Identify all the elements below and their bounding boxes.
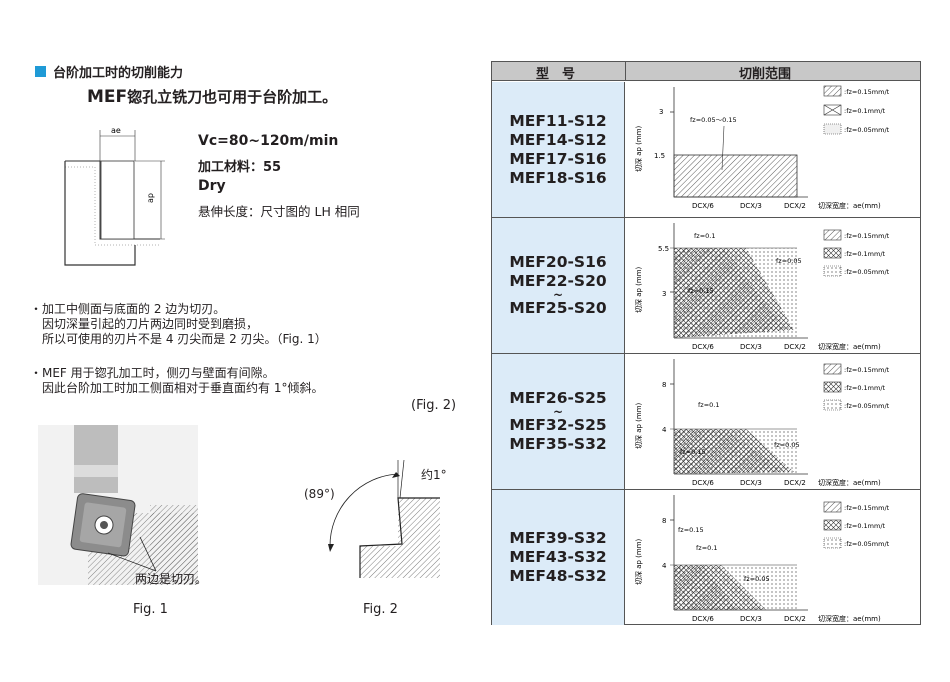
- annotation: fz=0.15: [680, 448, 706, 456]
- legend-label: :fz=0.1mm/t: [844, 107, 886, 115]
- speed-condition: Vc=80~120m/min: [198, 133, 339, 149]
- y-axis-label: 切深 ap (mm): [634, 538, 643, 585]
- cutting-range-table: 型 号 切削范围 MEF11-S12 MEF14-S12 MEF17-S16 M…: [491, 61, 921, 625]
- x-tick: DCX/3: [740, 343, 762, 351]
- section-title-text: 台阶加工时的切削能力: [53, 66, 184, 81]
- overhang-condition: 悬伸长度：尺寸图的 LH 相同: [198, 204, 360, 219]
- table-row: MEF20-S16 MEF22-S20 ~ MEF25-S20 5.5 3 DC…: [492, 218, 920, 353]
- legend-label: :fz=0.05mm/t: [844, 126, 890, 134]
- x-tick: DCX/3: [740, 479, 762, 487]
- legend-label: :fz=0.1mm/t: [844, 522, 886, 530]
- annotation: fz=0.1: [696, 544, 717, 552]
- x-axis-label: 切深宽度：ae(mm): [818, 342, 881, 351]
- y-axis-label: 切深 ap (mm): [634, 266, 643, 313]
- range-tilde: ~: [552, 405, 564, 419]
- y-axis-label: 切深 ap (mm): [634, 402, 643, 449]
- ap-label: ap: [146, 193, 155, 203]
- x-tick: DCX/6: [692, 615, 714, 623]
- y-tick: 8: [662, 381, 666, 389]
- y-tick: 3: [659, 108, 663, 116]
- y-tick: 3: [662, 290, 666, 298]
- fig2-angle-89: (89°): [304, 487, 335, 501]
- y-tick: 4: [662, 562, 667, 570]
- legend-label: :fz=0.15mm/t: [844, 232, 890, 240]
- fig1-illustration: [38, 425, 198, 585]
- model-cell: MEF26-S25 ~ MEF32-S25 MEF35-S32: [492, 354, 625, 489]
- y-tick: 5.5: [658, 245, 669, 253]
- cutting-range-chart-1: 3 1.5 DCX/6 DCX/3 DCX/2 切深宽度：ae(mm) 切深 a…: [634, 85, 890, 210]
- legend-label: :fz=0.05mm/t: [844, 268, 890, 276]
- annotation: fz=0.15: [688, 287, 714, 295]
- model-cell: MEF20-S16 MEF22-S20 ~ MEF25-S20: [492, 218, 625, 353]
- x-axis-label: 切深宽度：ae(mm): [818, 201, 881, 210]
- note-2: ・MEF 用于锪孔加工时，侧刃与壁面有间隙。 因此台阶加工时加工侧面相对于垂直面…: [30, 366, 324, 395]
- table-row: MEF39-S32 MEF43-S32 MEF48-S32 8 4 DCX/6 …: [492, 490, 920, 625]
- x-tick: DCX/3: [740, 202, 762, 210]
- model-cell: MEF11-S12 MEF14-S12 MEF17-S16 MEF18-S16: [492, 82, 625, 217]
- fig1-label: 两边是切刃。: [135, 572, 208, 586]
- legend-label: :fz=0.15mm/t: [844, 504, 890, 512]
- legend-label: :fz=0.1mm/t: [844, 250, 886, 258]
- x-tick: DCX/6: [692, 343, 714, 351]
- col-model-header: 型 号: [536, 67, 576, 82]
- section-title: 台阶加工时的切削能力: [35, 62, 183, 81]
- annotation: fz=0.05: [776, 257, 802, 265]
- cutting-range-chart-3: 8 4 DCX/6 DCX/3 DCX/2 切深宽度：ae(mm) 切深 ap …: [634, 359, 890, 487]
- y-tick: 4: [662, 426, 667, 434]
- material-condition: 加工材料：55: [198, 160, 282, 175]
- x-tick: DCX/2: [784, 202, 806, 210]
- ae-label: ae: [111, 126, 121, 135]
- annotation: fz=0.05: [744, 575, 770, 583]
- legend-label: :fz=0.1mm/t: [844, 384, 886, 392]
- range-area-all: [673, 154, 798, 198]
- y-axis-label: 切深 ap (mm): [634, 125, 643, 172]
- x-axis-label: 切深宽度：ae(mm): [818, 478, 881, 487]
- step-diagram: ae ap: [64, 126, 165, 266]
- legend-label: :fz=0.05mm/t: [844, 402, 890, 410]
- x-tick: DCX/6: [692, 202, 714, 210]
- col-range-header: 切削范围: [739, 67, 792, 82]
- cutting-range-chart-2: 5.5 3 DCX/6 DCX/3 DCX/2 切深宽度：ae(mm) 切深 a…: [634, 223, 890, 351]
- x-tick: DCX/2: [784, 479, 806, 487]
- range-tilde: ~: [552, 288, 564, 302]
- subtitle-text: 锪孔立铣刀也可用于台阶加工。: [127, 88, 338, 106]
- model-cell: MEF39-S32 MEF43-S32 MEF48-S32: [492, 490, 625, 625]
- annotation: fz=0.1: [694, 232, 715, 240]
- table-header: 型 号 切削范围: [492, 62, 920, 82]
- y-tick: 8: [662, 517, 666, 525]
- coolant-condition: Dry: [198, 178, 226, 194]
- fig2-illustration: [328, 460, 440, 578]
- annotation: fz=0.05～0.15: [690, 116, 737, 124]
- table-row: MEF26-S25 ~ MEF32-S25 MEF35-S32 8 4 DCX/…: [492, 354, 920, 489]
- note-1: ・加工中侧面与底面的 2 边为切刃。 因切深量引起的刀片两边同时受到磨损， 所以…: [30, 302, 327, 346]
- x-tick: DCX/2: [784, 615, 806, 623]
- square-bullet-icon: [35, 66, 46, 77]
- x-tick: DCX/3: [740, 615, 762, 623]
- x-tick: DCX/2: [784, 343, 806, 351]
- legend-label: :fz=0.05mm/t: [844, 540, 890, 548]
- fig1-caption: Fig. 1: [133, 602, 168, 617]
- x-axis-label: 切深宽度：ae(mm): [818, 614, 881, 623]
- y-tick: 1.5: [654, 152, 665, 160]
- subtitle: MEF锪孔立铣刀也可用于台阶加工。: [87, 86, 337, 107]
- fig2-angle-1: 约1°: [421, 468, 447, 482]
- legend-label: :fz=0.15mm/t: [844, 366, 890, 374]
- annotation: fz=0.15: [678, 526, 704, 534]
- fig2-reference: (Fig. 2): [411, 398, 457, 413]
- legend-label: :fz=0.15mm/t: [844, 88, 890, 96]
- table-row: MEF11-S12 MEF14-S12 MEF17-S16 MEF18-S16 …: [492, 82, 920, 217]
- annotation: fz=0.05: [774, 441, 800, 449]
- x-tick: DCX/6: [692, 479, 714, 487]
- subtitle-brand: MEF: [87, 87, 128, 107]
- fig2-caption: Fig. 2: [363, 602, 398, 617]
- cutting-range-chart-4: 8 4 DCX/6 DCX/3 DCX/2 切深宽度：ae(mm) 切深 ap …: [634, 495, 890, 623]
- annotation: fz=0.1: [698, 401, 719, 409]
